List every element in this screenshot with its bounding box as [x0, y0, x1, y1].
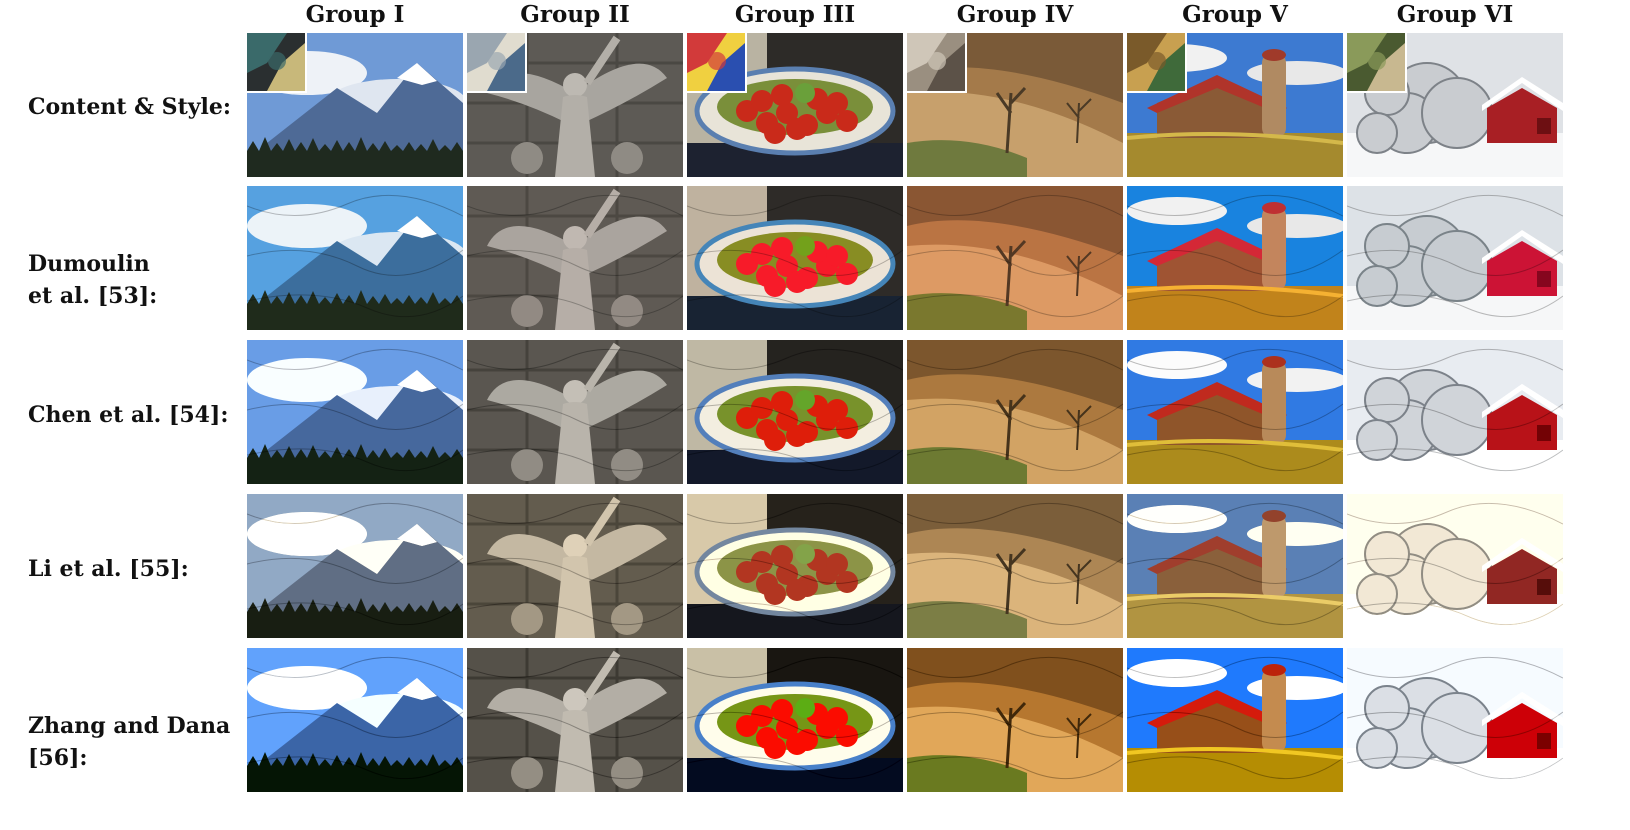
column-header-group-3: Group III: [734, 1, 856, 28]
row-label-line: Content & Style:: [28, 94, 231, 120]
image-barn-row-1: [1127, 33, 1343, 177]
row-label-line: Zhang and Dana: [28, 713, 231, 739]
image-mountain-row-4: [247, 494, 463, 638]
image-desert-row-3: [907, 340, 1123, 484]
style-reference-thumbnail: [467, 33, 527, 93]
image-desert-row-5: [907, 648, 1123, 792]
image-snow-row-3: [1347, 340, 1563, 484]
image-desert-row-2: [907, 186, 1123, 330]
image-fruit-row-1: [687, 33, 903, 177]
image-barn-row-4: [1127, 494, 1343, 638]
column-header-group-5: Group V: [1182, 1, 1288, 28]
image-barn-row-5: [1127, 648, 1343, 792]
image-desert-row-4: [907, 494, 1123, 638]
row-label-chen: Chen et al. [54]:: [28, 399, 233, 431]
image-snow-row-4: [1347, 494, 1563, 638]
column-header-group-1: Group I: [305, 1, 405, 28]
style-reference-thumbnail: [687, 33, 747, 93]
column-header-group-6: Group VI: [1396, 1, 1514, 28]
style-reference-thumbnail: [1347, 33, 1407, 93]
image-fruit-row-3: [687, 340, 903, 484]
image-snow-row-2: [1347, 186, 1563, 330]
column-header-group-4: Group IV: [956, 1, 1074, 28]
image-angel-row-4: [467, 494, 683, 638]
image-fruit-row-4: [687, 494, 903, 638]
row-label-dumoulin: Dumoulin et al. [53]:: [28, 248, 233, 312]
image-mountain-row-2: [247, 186, 463, 330]
style-reference-thumbnail: [907, 33, 967, 93]
image-angel-row-1: [467, 33, 683, 177]
row-label-line: et al. [53]:: [28, 283, 158, 309]
image-snow-row-1: [1347, 33, 1563, 177]
row-label-zhang-dana: Zhang and Dana [56]:: [28, 710, 233, 774]
row-label-line: Dumoulin: [28, 251, 150, 277]
image-mountain-row-3: [247, 340, 463, 484]
image-desert-row-1: [907, 33, 1123, 177]
image-fruit-row-5: [687, 648, 903, 792]
column-header-group-2: Group II: [520, 1, 630, 28]
row-label-line: [56]:: [28, 745, 88, 771]
image-barn-row-2: [1127, 186, 1343, 330]
row-label-line: Chen et al. [54]:: [28, 402, 229, 428]
row-label-line: Li et al. [55]:: [28, 556, 189, 582]
style-reference-thumbnail: [1127, 33, 1187, 93]
image-angel-row-5: [467, 648, 683, 792]
image-mountain-row-5: [247, 648, 463, 792]
image-mountain-row-1: [247, 33, 463, 177]
style-reference-thumbnail: [247, 33, 307, 93]
image-angel-row-3: [467, 340, 683, 484]
image-angel-row-2: [467, 186, 683, 330]
image-snow-row-5: [1347, 648, 1563, 792]
row-label-content-style: Content & Style:: [28, 91, 233, 123]
row-label-li: Li et al. [55]:: [28, 553, 233, 585]
image-fruit-row-2: [687, 186, 903, 330]
image-barn-row-3: [1127, 340, 1343, 484]
